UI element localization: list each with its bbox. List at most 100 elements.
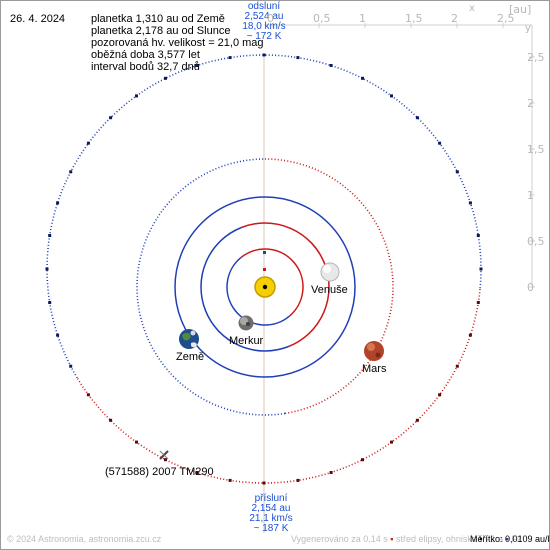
interval-point bbox=[455, 364, 459, 368]
interval-point bbox=[109, 116, 113, 120]
mercury-label: Merkur bbox=[229, 335, 264, 347]
interval-point bbox=[228, 478, 232, 482]
interval-point bbox=[455, 170, 459, 174]
interval-point bbox=[164, 458, 167, 462]
asteroid-orbit-below bbox=[76, 289, 481, 484]
interval-point bbox=[164, 76, 167, 80]
info-panel: planetka 1,310 au od Země planetka 2,178… bbox=[91, 13, 264, 73]
info-earth-distance: planetka 1,310 au od Země bbox=[91, 13, 225, 25]
earth-orbit bbox=[174, 196, 356, 378]
interval-point bbox=[56, 333, 60, 337]
y-tick-label: 0,5 bbox=[527, 235, 545, 248]
info-interval: interval bodů 32,7 dnů bbox=[91, 61, 200, 73]
y-tick-label: 2 bbox=[527, 97, 534, 110]
interval-point bbox=[262, 481, 266, 485]
interval-point bbox=[86, 393, 90, 397]
info-magnitude: pozorovaná hv. velikost = 21,0 mag bbox=[91, 37, 264, 49]
venus-orbit bbox=[241, 222, 330, 348]
interval-point bbox=[296, 56, 300, 60]
perihelion-distance: 2,154 au bbox=[251, 503, 291, 514]
interval-point bbox=[56, 201, 60, 205]
interval-point bbox=[390, 440, 393, 444]
legend-f1-marker: ▪ bbox=[479, 534, 483, 544]
asteroid-icon bbox=[159, 450, 169, 460]
mars-orbit bbox=[136, 158, 286, 416]
interval-point bbox=[415, 418, 419, 422]
interval-point bbox=[195, 64, 199, 67]
mars-icon bbox=[364, 341, 384, 361]
mars-label: Mars bbox=[362, 363, 387, 375]
interval-point bbox=[135, 94, 138, 98]
interval-point bbox=[48, 234, 52, 237]
perihelion-speed: 21,1 km/s bbox=[249, 513, 293, 524]
interval-point bbox=[262, 53, 266, 57]
mercury-icon bbox=[238, 315, 254, 331]
x-tick-label: 0 bbox=[267, 12, 274, 25]
y-unit-label: y bbox=[525, 23, 531, 34]
interval-point bbox=[228, 56, 232, 60]
ellipse-center-marker bbox=[263, 268, 266, 271]
x-tick-label: 0,5 bbox=[313, 12, 331, 25]
x-tick-label: 2 bbox=[451, 12, 458, 25]
info-period: oběžná doba 3,577 let bbox=[91, 49, 200, 61]
interval-point bbox=[438, 393, 442, 397]
interval-point bbox=[69, 364, 73, 368]
venus-icon bbox=[320, 262, 340, 282]
earth-label: Země bbox=[176, 351, 205, 363]
perihelion-temp: ~ 187 K bbox=[253, 523, 289, 534]
interval-point bbox=[361, 458, 364, 462]
aphelion-label: odsluní bbox=[247, 1, 281, 12]
legend: Vygenerováno za 0,14 s ▪ střed elipsy, o… bbox=[291, 534, 522, 544]
venus-orbit bbox=[200, 226, 289, 352]
asteroid-orbit-above bbox=[46, 54, 482, 379]
aphelion-temp: ~ 172 K bbox=[246, 31, 282, 42]
interval-point bbox=[415, 116, 419, 120]
legend-center-text: střed elipsy, ohniska bbox=[395, 534, 477, 544]
perihelion-info: přísluní 2,154 au 21,1 km/s ~ 187 K bbox=[249, 494, 292, 534]
interval-point bbox=[48, 301, 52, 304]
x-tick-label: 2,5 bbox=[497, 12, 515, 25]
asteroid-label: (571588) 2007 TM290 bbox=[105, 466, 214, 478]
copyright-footer: © 2024 Astronomia, astronomia.zcu.cz bbox=[7, 534, 162, 544]
scale-label: Měřítko: 0,0109 au/bod bbox=[470, 534, 549, 544]
legend-f2-text: F2 bbox=[511, 534, 522, 544]
interval-point bbox=[476, 234, 480, 237]
interval-point bbox=[296, 478, 300, 482]
earth-icon bbox=[179, 329, 199, 349]
aphelion-distance: 2,524 au bbox=[244, 11, 284, 22]
interval-point bbox=[135, 440, 138, 444]
unit-label: [au] bbox=[509, 3, 532, 16]
mercury-orbit bbox=[240, 248, 304, 317]
date-label: 26. 4. 2024 bbox=[10, 13, 66, 25]
x-tick-label: 1 bbox=[359, 12, 366, 25]
legend-f1-text: F1 a bbox=[485, 534, 504, 544]
planet-orbits bbox=[136, 158, 394, 416]
interval-point bbox=[86, 141, 90, 145]
interval-point bbox=[45, 267, 49, 271]
y-axis-ticks bbox=[529, 56, 535, 288]
interval-point bbox=[109, 418, 113, 422]
legend-f2-marker: ▪ bbox=[505, 534, 509, 544]
interval-point bbox=[195, 471, 199, 474]
info-sun-distance: planetka 2,178 au od Slunce bbox=[91, 25, 231, 37]
aphelion-speed: 18,0 km/s bbox=[242, 21, 286, 32]
interval-point bbox=[390, 94, 393, 98]
asteroid-orbit bbox=[45, 53, 483, 485]
x-unit-label: x bbox=[469, 3, 475, 14]
interval-point bbox=[479, 267, 483, 271]
interval-point bbox=[468, 333, 472, 337]
y-tick-label: 0 bbox=[527, 281, 534, 294]
y-tick-label: 1,5 bbox=[527, 143, 545, 156]
interval-point bbox=[476, 301, 480, 304]
generated-time: Vygenerováno za 0,14 s bbox=[291, 534, 388, 544]
interval-point bbox=[69, 170, 73, 174]
interval-point bbox=[329, 471, 333, 474]
x-tick-label: 1,5 bbox=[405, 12, 423, 25]
venus-label: Venuše bbox=[311, 284, 348, 296]
focus-marker bbox=[263, 251, 266, 254]
y-tick-label: 2,5 bbox=[527, 51, 545, 64]
sun-icon bbox=[254, 276, 276, 298]
y-tick-label: 1 bbox=[527, 189, 534, 202]
